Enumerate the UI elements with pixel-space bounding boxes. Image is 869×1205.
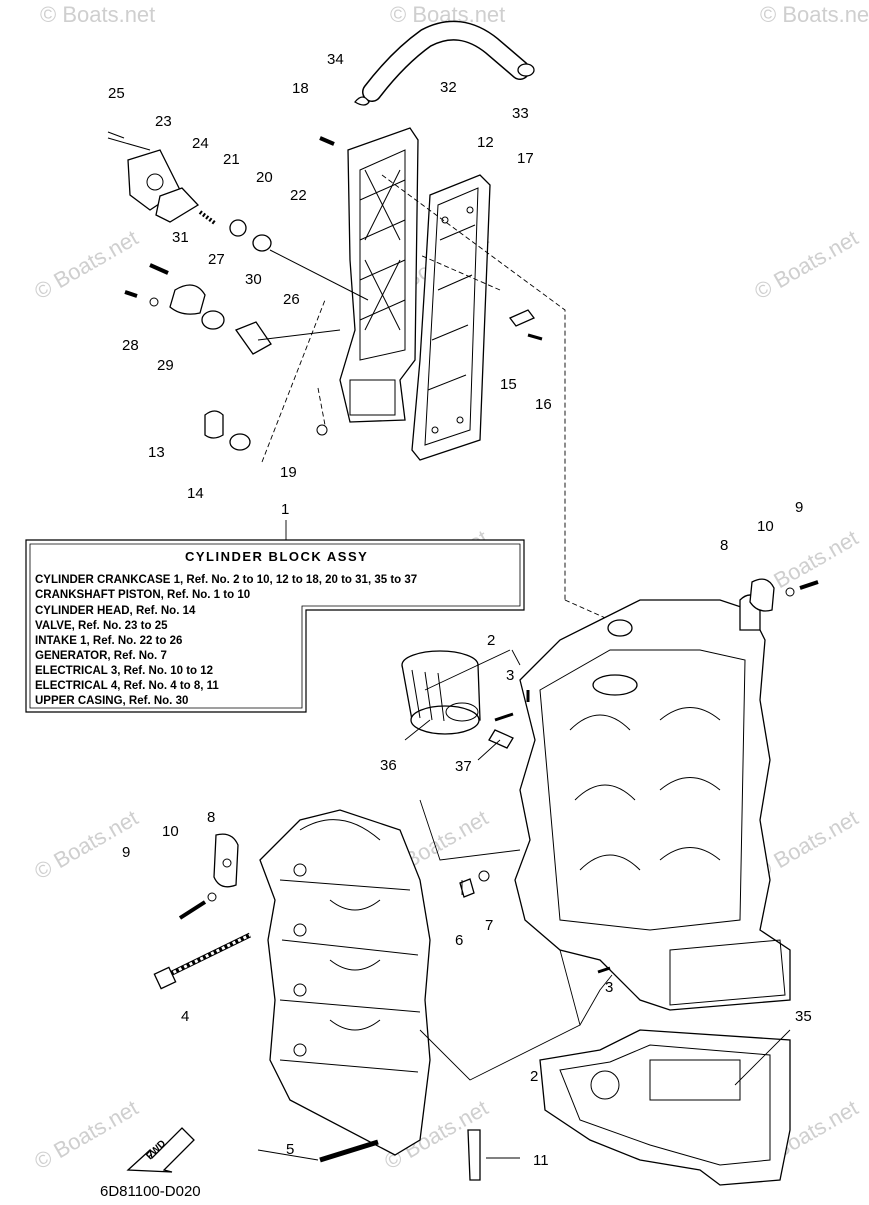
leader-lines-top xyxy=(257,174,611,621)
info-box-ref: 1 xyxy=(281,501,289,518)
callout-27: 27 xyxy=(208,251,225,268)
callout-16: 16 xyxy=(535,396,552,413)
info-box-line: CYLINDER CRANKCASE 1, Ref. No. 2 to 10, … xyxy=(35,574,417,586)
info-box-line: CRANKSHAFT PISTON, Ref. No. 1 to 10 xyxy=(35,589,250,601)
base-gasket xyxy=(539,1029,791,1186)
callout-2: 2 xyxy=(530,1068,538,1085)
callout-20: 20 xyxy=(256,169,273,186)
callout-10: 10 xyxy=(757,518,774,535)
callout-36: 36 xyxy=(380,757,397,774)
thermostat-assembly xyxy=(107,131,543,451)
callout-37: 37 xyxy=(455,758,472,775)
info-box-line: CYLINDER HEAD, Ref. No. 14 xyxy=(35,605,196,617)
callout-3: 3 xyxy=(506,667,514,684)
cylinder-head-cover xyxy=(339,127,419,423)
callout-4: 4 xyxy=(181,1008,189,1025)
info-box-title: CYLINDER BLOCK ASSY xyxy=(185,549,368,564)
leader-lines-bottom xyxy=(257,649,791,1161)
fwd-arrow: FWD xyxy=(126,1127,195,1173)
callout-25: 25 xyxy=(108,85,125,102)
callout-29: 29 xyxy=(157,357,174,374)
callout-18: 18 xyxy=(292,80,309,97)
watermark: © Boats.net xyxy=(750,225,862,304)
callout-31: 31 xyxy=(172,229,189,246)
watermark: © Boats.net xyxy=(760,2,869,27)
callout-28: 28 xyxy=(122,337,139,354)
gasket-part xyxy=(411,174,491,461)
cylinder-block xyxy=(514,594,791,1011)
callout-23: 23 xyxy=(155,113,172,130)
callout-21: 21 xyxy=(223,151,240,168)
info-box-line: VALVE, Ref. No. 23 to 25 xyxy=(35,620,168,632)
info-box-line: INTAKE 1, Ref. No. 22 to 26 xyxy=(35,635,182,647)
callout-2: 2 xyxy=(487,632,495,649)
callout-6: 6 xyxy=(455,932,463,949)
info-box-line: ELECTRICAL 3, Ref. No. 10 to 12 xyxy=(35,665,213,677)
callout-30: 30 xyxy=(245,271,262,288)
oil-filter xyxy=(401,650,514,749)
info-box-line: GENERATOR, Ref. No. 7 xyxy=(35,650,167,662)
callout-14: 14 xyxy=(187,485,204,502)
callout-15: 15 xyxy=(500,376,517,393)
callout-12: 12 xyxy=(477,134,494,151)
callout-3: 3 xyxy=(605,979,613,996)
callout-26: 26 xyxy=(283,291,300,308)
fasteners-bottom xyxy=(153,578,819,1181)
callout-35: 35 xyxy=(795,1008,812,1025)
callout-5: 5 xyxy=(286,1141,294,1158)
callout-17: 17 xyxy=(517,150,534,167)
callout-34: 34 xyxy=(327,51,344,68)
crankcase xyxy=(259,809,431,1156)
info-box-line: UPPER CASING, Ref. No. 30 xyxy=(35,695,188,707)
hose-part xyxy=(354,20,535,106)
callout-24: 24 xyxy=(192,135,209,152)
callout-8: 8 xyxy=(207,809,215,826)
callout-9: 9 xyxy=(795,499,803,516)
watermark: © Boats.net xyxy=(30,1095,142,1174)
callout-7: 7 xyxy=(485,917,493,934)
callout-32: 32 xyxy=(440,79,457,96)
callout-8: 8 xyxy=(720,537,728,554)
callout-10: 10 xyxy=(162,823,179,840)
callout-numbers: 34 32 33 18 12 17 25 23 24 21 20 22 31 2… xyxy=(108,51,812,1169)
info-box-line: ELECTRICAL 4, Ref. No. 4 to 8, 11 xyxy=(35,680,219,692)
callout-9: 9 xyxy=(122,844,130,861)
callout-19: 19 xyxy=(280,464,297,481)
watermark: © Boats.net xyxy=(40,2,155,27)
info-box: CYLINDER BLOCK ASSY CYLINDER CRANKCASE 1… xyxy=(25,501,525,713)
callout-33: 33 xyxy=(512,105,529,122)
diagram-code: 6D81100-D020 xyxy=(100,1183,201,1200)
callout-13: 13 xyxy=(148,444,165,461)
callout-11: 11 xyxy=(533,1152,549,1169)
callout-22: 22 xyxy=(290,187,307,204)
